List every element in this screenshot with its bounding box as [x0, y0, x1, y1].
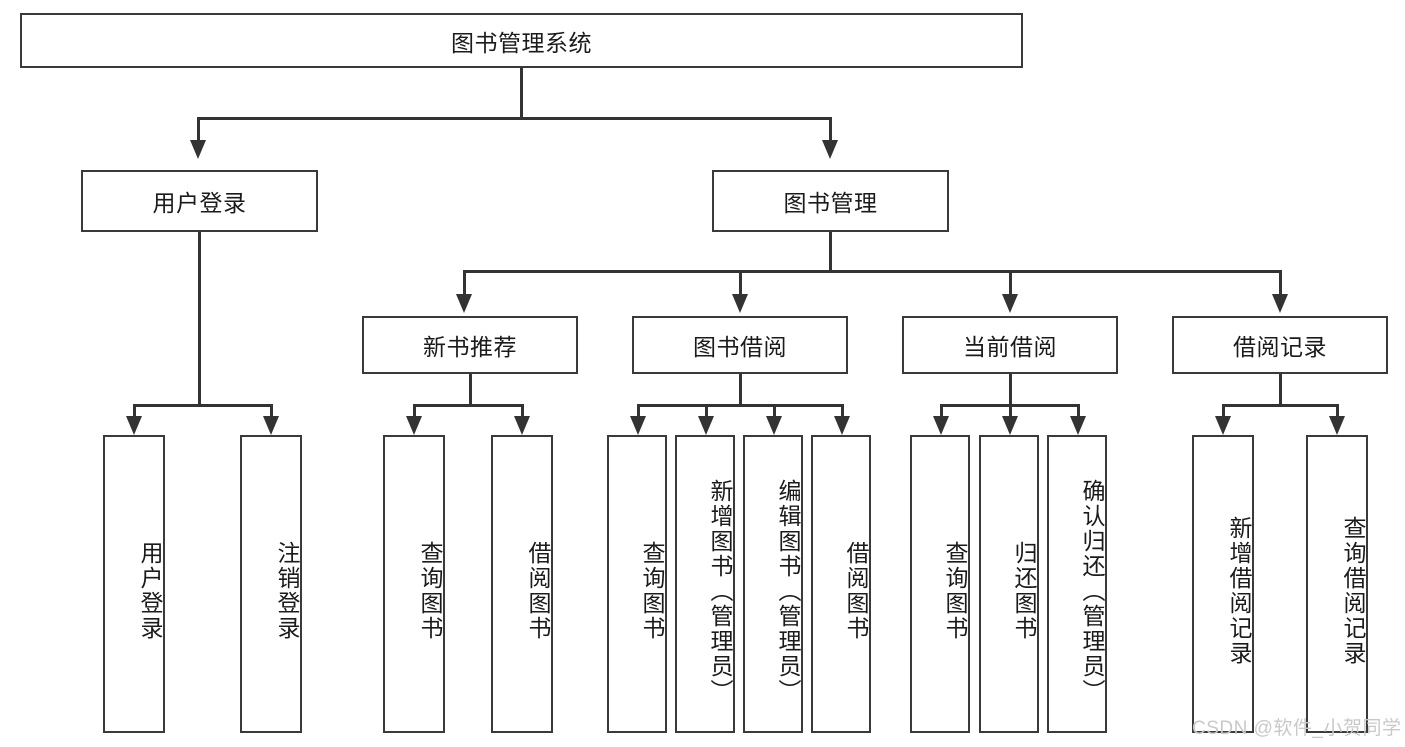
node-label: 用户登录: [152, 190, 247, 216]
node-label: 用户登录: [137, 541, 163, 641]
node-label: 当前借阅: [963, 334, 1057, 360]
connector-borrowrecord-drop-2: [1336, 404, 1339, 416]
connector-bookborrow-stem: [739, 374, 742, 406]
leaf-borrowrecord-query-record[interactable]: 查询借阅记录: [1306, 435, 1368, 733]
node-label: 新增图书（管理员）: [707, 478, 733, 704]
leaf-newbook-borrow-book[interactable]: 借阅图书: [491, 435, 553, 733]
node-label: 查询借阅记录: [1340, 516, 1366, 666]
connector-bookborrow-drop-2: [705, 404, 708, 416]
arrow-bookmgmt-borrowrecord: [1272, 294, 1288, 313]
connector-borrowrecord-stem: [1279, 374, 1282, 406]
connector-bookborrow-bar: [637, 404, 842, 407]
leaf-currentborrow-query-book[interactable]: 查询图书: [910, 435, 970, 733]
node-user-login[interactable]: 用户登录: [81, 170, 318, 232]
node-label: 新书推荐: [423, 334, 517, 360]
connector-userlogin-bar: [133, 404, 270, 407]
connector-userlogin-drop-2: [270, 404, 273, 416]
node-label: 图书管理系统: [451, 29, 592, 56]
arrow-userlogin-leaf-2: [263, 416, 279, 435]
connector-bookmgmt-drop-2: [739, 270, 742, 294]
connector-userlogin-stem: [198, 232, 201, 406]
node-label: 确认归还（管理员）: [1079, 478, 1105, 704]
node-label: 借阅图书: [525, 541, 551, 641]
connector-bookmgmt-stem: [829, 232, 832, 272]
arrow-currentborrow-leaf-2: [1002, 416, 1018, 435]
node-label: 注销登录: [274, 541, 300, 641]
arrow-root-to-bookmgmt: [822, 140, 838, 159]
arrow-bookmgmt-currentborrow: [1002, 294, 1018, 313]
connector-root-to-bookmgmt: [829, 117, 832, 140]
arrow-currentborrow-leaf-3: [1070, 416, 1086, 435]
leaf-bookborrow-query-book[interactable]: 查询图书: [607, 435, 667, 733]
leaf-user-login-login[interactable]: 用户登录: [103, 435, 165, 733]
node-label: 图书管理: [783, 190, 878, 216]
node-current-borrow[interactable]: 当前借阅: [902, 316, 1118, 374]
arrow-borrowrecord-leaf-1: [1215, 416, 1231, 435]
connector-newbook-drop-1: [413, 404, 416, 416]
connector-root-to-userlogin: [197, 117, 200, 140]
connector-root-stem: [520, 68, 523, 117]
connector-borrowrecord-drop-1: [1222, 404, 1225, 416]
leaf-bookborrow-borrow-book[interactable]: 借阅图书: [811, 435, 871, 733]
node-new-book-recommend[interactable]: 新书推荐: [362, 316, 578, 374]
node-label: 归还图书: [1011, 541, 1037, 641]
leaf-borrowrecord-add-record[interactable]: 新增借阅记录: [1192, 435, 1254, 733]
leaf-currentborrow-return-book[interactable]: 归还图书: [979, 435, 1039, 733]
connector-bookborrow-drop-4: [841, 404, 844, 416]
leaf-bookborrow-add-book[interactable]: 新增图书（管理员）: [675, 435, 735, 733]
connector-borrowrecord-bar: [1222, 404, 1336, 407]
arrow-newbook-leaf-2: [514, 416, 530, 435]
arrow-userlogin-leaf-1: [126, 416, 142, 435]
node-borrow-record[interactable]: 借阅记录: [1172, 316, 1388, 374]
node-root-system[interactable]: 图书管理系统: [20, 13, 1023, 68]
arrow-bookborrow-leaf-3: [766, 416, 782, 435]
node-label: 图书借阅: [693, 334, 787, 360]
connector-bookborrow-drop-1: [637, 404, 640, 416]
arrow-bookborrow-leaf-4: [834, 416, 850, 435]
connector-userlogin-drop-1: [133, 404, 136, 416]
connector-currentborrow-drop-2: [1009, 404, 1012, 416]
arrow-bookmgmt-newbook: [456, 294, 472, 313]
node-label: 借阅图书: [843, 541, 869, 641]
node-label: 编辑图书（管理员）: [775, 478, 801, 704]
leaf-user-login-logout[interactable]: 注销登录: [240, 435, 302, 733]
connector-newbook-drop-2: [521, 404, 524, 416]
arrow-currentborrow-leaf-1: [933, 416, 949, 435]
leaf-newbook-query-book[interactable]: 查询图书: [383, 435, 445, 733]
arrow-bookborrow-leaf-1: [630, 416, 646, 435]
node-label: 查询图书: [417, 541, 443, 641]
arrow-newbook-leaf-1: [406, 416, 422, 435]
node-label: 查询图书: [942, 541, 968, 641]
connector-bookmgmt-drop-3: [1009, 270, 1012, 294]
node-label: 新增借阅记录: [1226, 516, 1252, 666]
connector-bookmgmt-drop-1: [463, 270, 466, 294]
connector-newbook-bar: [413, 404, 523, 407]
connector-newbook-stem: [469, 374, 472, 406]
arrow-root-to-userlogin: [190, 140, 206, 159]
connector-root-bar: [197, 117, 832, 120]
csdn-watermark: CSDN @软件_小贺同学: [1192, 718, 1402, 739]
connector-bookborrow-drop-3: [773, 404, 776, 416]
leaf-bookborrow-edit-book[interactable]: 编辑图书（管理员）: [743, 435, 803, 733]
node-book-borrow[interactable]: 图书借阅: [632, 316, 848, 374]
connector-currentborrow-drop-1: [940, 404, 943, 416]
arrow-bookborrow-leaf-2: [698, 416, 714, 435]
connector-bookmgmt-drop-4: [1279, 270, 1282, 294]
node-label: 借阅记录: [1233, 334, 1327, 360]
node-label: 查询图书: [639, 541, 665, 641]
leaf-currentborrow-confirm-return[interactable]: 确认归还（管理员）: [1047, 435, 1107, 733]
arrow-borrowrecord-leaf-2: [1329, 416, 1345, 435]
arrow-bookmgmt-bookborrow: [732, 294, 748, 313]
connector-bookmgmt-bar: [463, 270, 1280, 273]
node-book-management[interactable]: 图书管理: [712, 170, 949, 232]
connector-currentborrow-drop-3: [1077, 404, 1080, 416]
connector-currentborrow-stem: [1009, 374, 1012, 406]
